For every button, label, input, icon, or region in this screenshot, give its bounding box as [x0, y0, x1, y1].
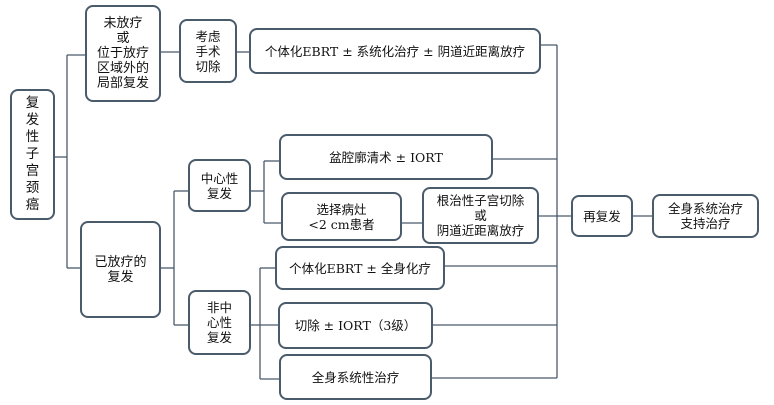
individual-ebrt-brachy-node: 个体化EBRT ± 系统化治疗 ± 阴道近距离放疗: [249, 28, 541, 74]
consider-resection-node: 考虑 手术 切除: [179, 19, 237, 83]
untreated-local-recurrence-node: 未放疗 或 位于放疗 区域外的 局部复发: [85, 5, 161, 102]
resection-iort-node: 切除 ± IORT（3级）: [278, 302, 433, 349]
recurrent-cervical-cancer-node: 复 发 性 子 宫 颈 癌: [10, 89, 55, 220]
individual-ebrt-chemo-node: 个体化EBRT ± 全身化疗: [275, 246, 445, 290]
systemic-support-node: 全身系统治疗 支持治疗: [652, 194, 759, 238]
selected-lesion-node: 选择病灶 <2 cm患者: [281, 192, 402, 241]
non-central-recurrence-node: 非中 心性 复发: [188, 290, 251, 355]
post-radiation-recurrence-node: 已放疗的 复发: [80, 221, 161, 318]
central-recurrence-node: 中心性 复发: [188, 159, 251, 212]
pelvic-exenteration-node: 盆腔廓清术 ± IORT: [279, 134, 493, 180]
recurrence-again-node: 再复发: [571, 195, 633, 237]
radical-hysterectomy-node: 根治性子宫切除 或 阴道近距离放疗: [422, 187, 539, 244]
systemic-therapy-node: 全身系统性治疗: [279, 354, 432, 400]
